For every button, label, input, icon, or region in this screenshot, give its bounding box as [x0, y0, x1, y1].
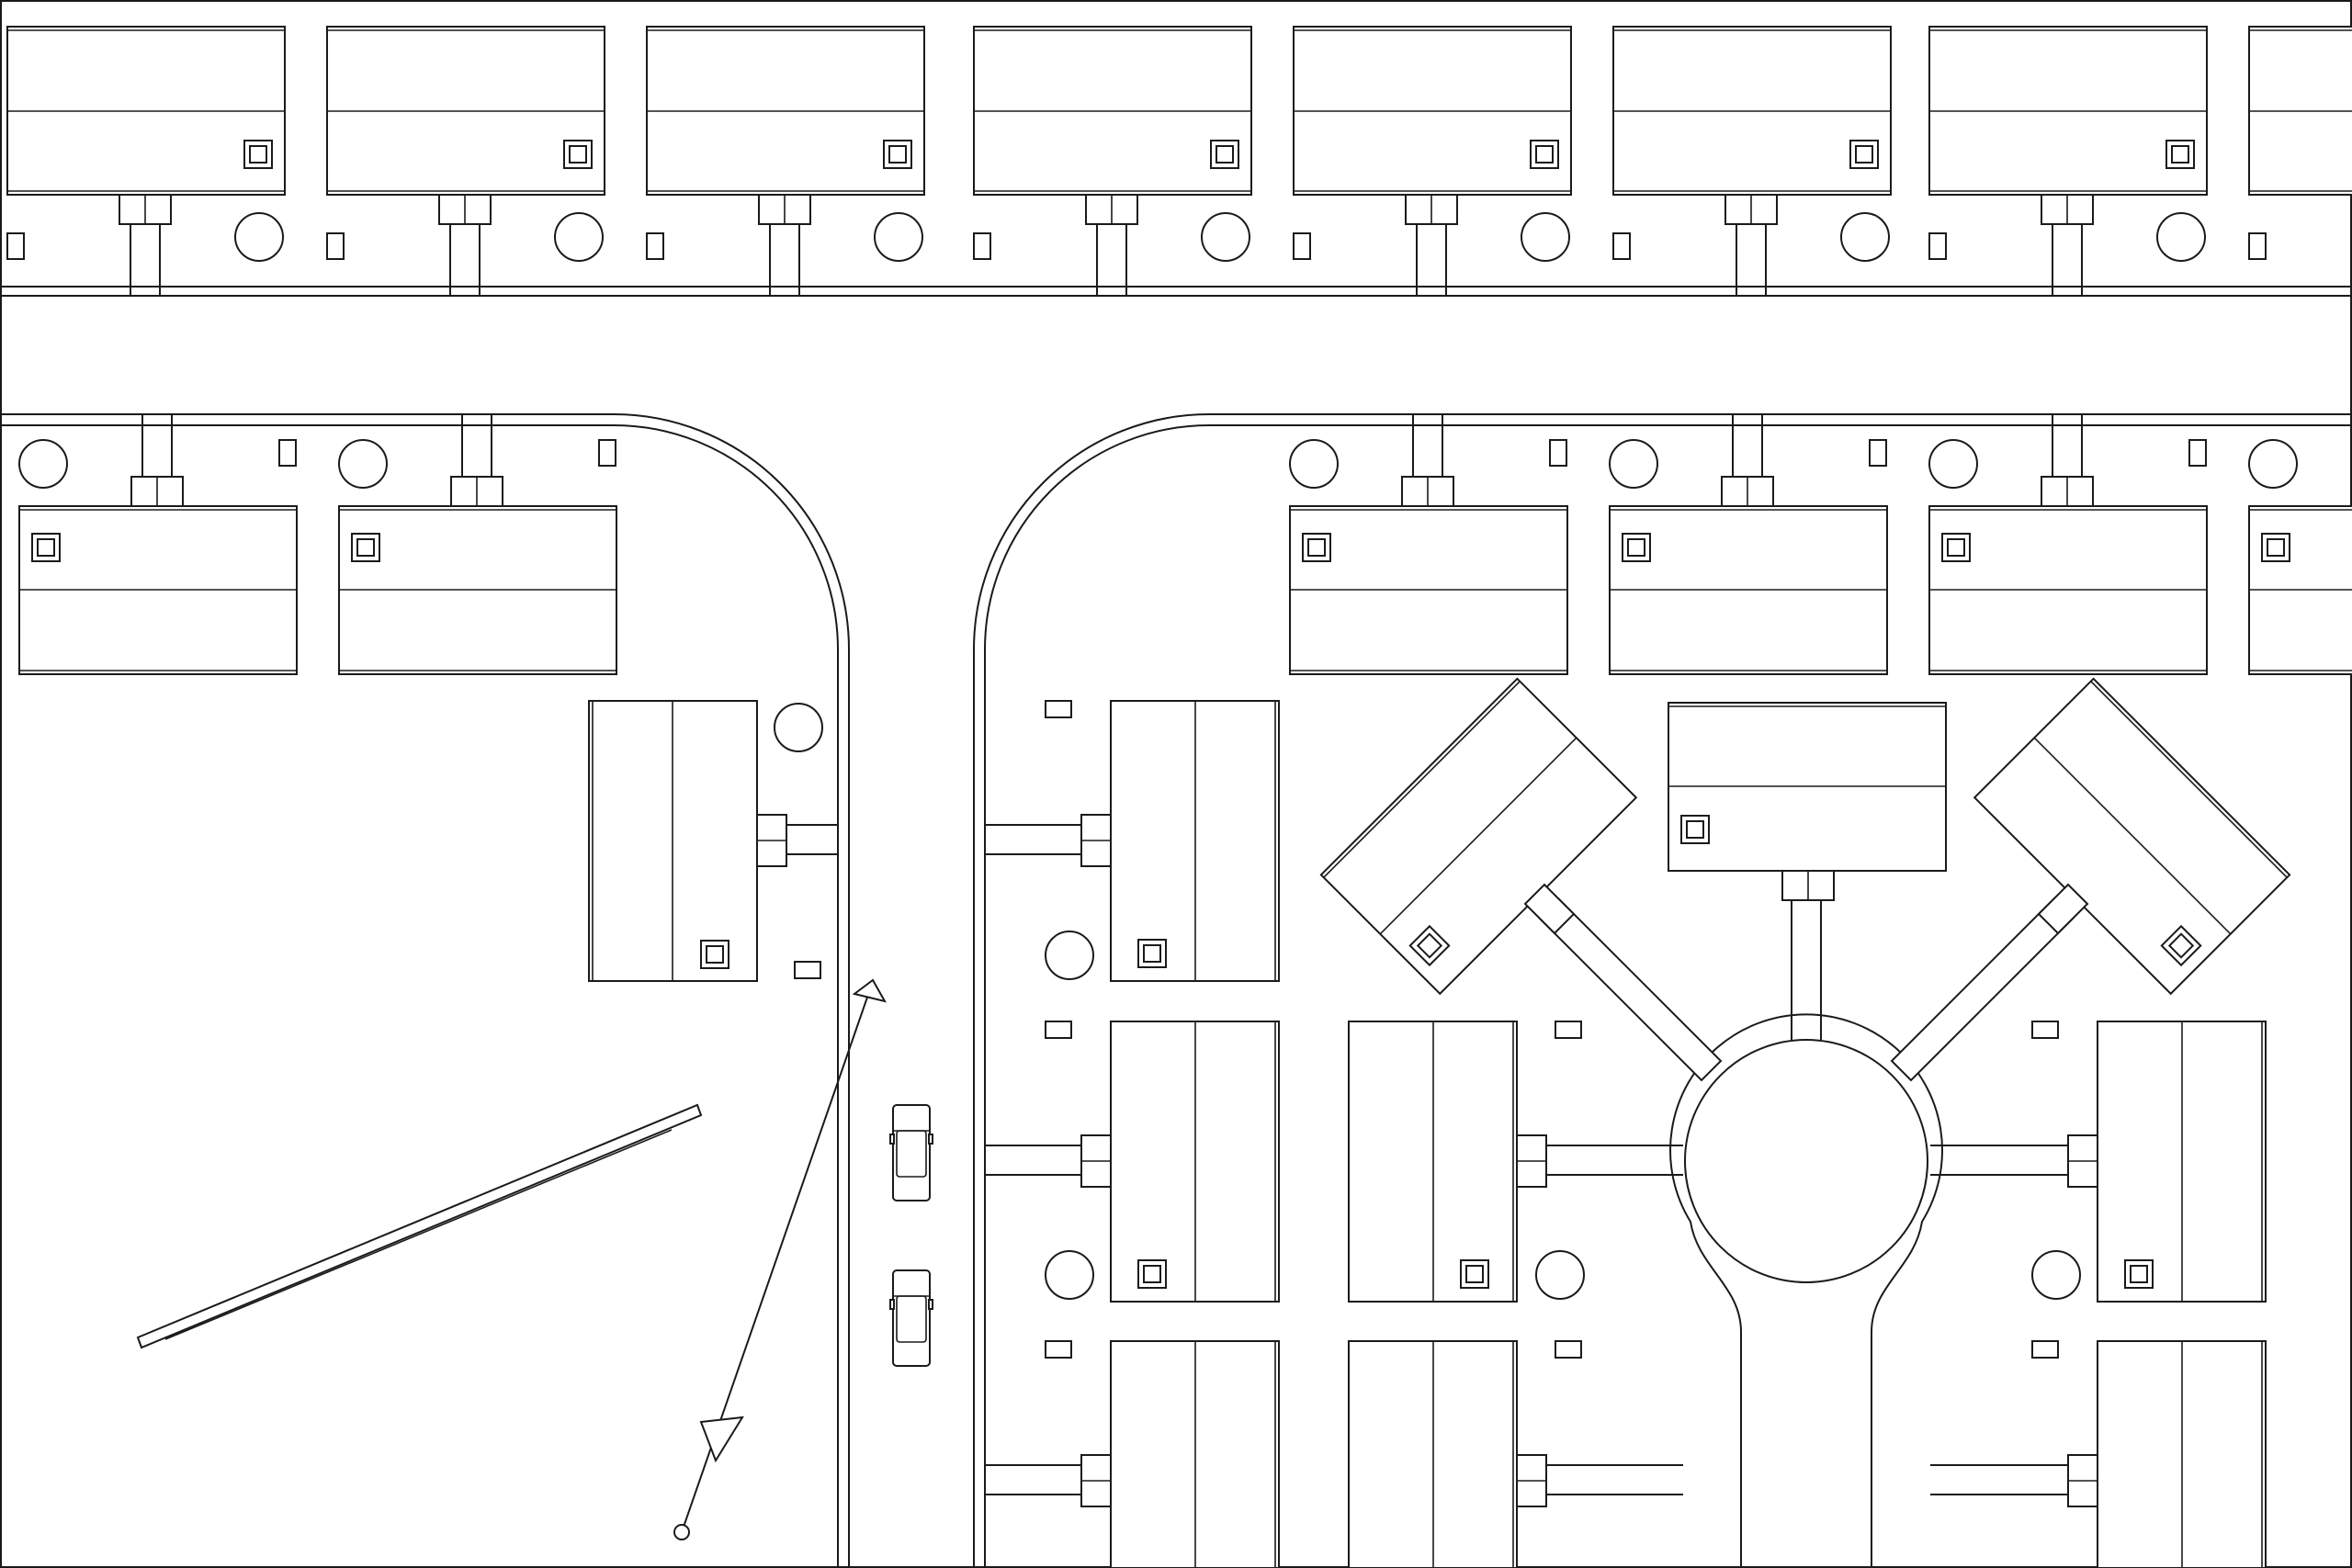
tree-circle-icon — [1045, 1250, 1094, 1300]
left-vertical-road — [613, 413, 850, 1568]
right-vertical-road — [973, 413, 1210, 1568]
main-street — [0, 286, 2352, 426]
second-row-house — [1928, 414, 2208, 675]
tree-circle-icon — [2248, 439, 2298, 489]
tree-circle-icon — [1045, 931, 1094, 980]
mailbox-marker — [1549, 439, 1567, 467]
second-row-house — [1289, 414, 1568, 675]
mailbox-marker — [278, 439, 297, 467]
top-row-house — [1928, 26, 2208, 296]
second-row-house — [1609, 414, 1888, 675]
vertical-lot-house — [1348, 1021, 1683, 1303]
tree-circle-icon — [874, 212, 923, 262]
tree-circle-icon — [1535, 1250, 1585, 1300]
mailbox-marker — [1293, 232, 1311, 260]
tree-circle-icon — [554, 212, 604, 262]
mailbox-marker — [598, 439, 616, 467]
mailbox-marker — [1045, 1340, 1072, 1359]
mailbox-marker — [1045, 700, 1072, 718]
tree-circle-icon — [1521, 212, 1570, 262]
tree-circle-icon — [18, 439, 68, 489]
mailbox-marker — [1928, 232, 1947, 260]
tree-circle-icon — [338, 439, 388, 489]
mailbox-marker — [1555, 1340, 1582, 1359]
top-row-house — [646, 26, 925, 296]
diagonal-walkway — [136, 1103, 703, 1349]
vertical-lot-house — [985, 1021, 1280, 1303]
tree-circle-icon — [1928, 439, 1978, 489]
mailbox-marker — [326, 232, 345, 260]
mailbox-marker — [646, 232, 664, 260]
mailbox-marker — [2031, 1021, 2059, 1039]
top-row-house — [1293, 26, 1572, 296]
second-row-houses — [18, 414, 2352, 675]
top-row-house — [326, 26, 605, 296]
mailbox-marker — [2188, 439, 2207, 467]
mailbox-marker — [1869, 439, 1887, 467]
vertical-lot-house — [1930, 1340, 2267, 1568]
vertical-lot-house — [1348, 1340, 1683, 1568]
top-row-houses — [6, 26, 2352, 296]
mailbox-marker — [2248, 232, 2267, 260]
tree-circle-icon — [1840, 212, 1890, 262]
second-row-house — [338, 414, 617, 675]
tree-circle-icon — [234, 212, 284, 262]
cul-de-sac-top-house — [1668, 702, 1947, 1040]
mailbox-marker — [1612, 232, 1631, 260]
vertical-lot-house — [985, 1340, 1280, 1568]
tree-circle-icon — [774, 703, 823, 752]
second-row-house — [18, 414, 298, 675]
tree-circle-icon — [1609, 439, 1658, 489]
mailbox-marker — [973, 232, 991, 260]
mailbox-marker — [1045, 1021, 1072, 1039]
mailbox-marker — [2031, 1340, 2059, 1359]
mailbox-marker — [1555, 1021, 1582, 1039]
second-row-house — [2248, 439, 2352, 675]
arrow-icon — [673, 978, 888, 1540]
top-row-house — [2248, 26, 2352, 260]
left-block-vertical-house — [588, 700, 838, 982]
top-row-house — [1612, 26, 1892, 296]
cul-de-sac-diagonal-driveways — [1523, 883, 2089, 1082]
top-row-house — [6, 26, 286, 296]
mailbox-marker — [6, 232, 25, 260]
vehicle-icon — [889, 1269, 933, 1367]
vertical-lot-house — [985, 700, 1280, 982]
mailbox-marker — [794, 961, 821, 979]
tree-circle-icon — [2031, 1250, 2081, 1300]
tree-circle-icon — [1201, 212, 1250, 262]
cul-de-sac — [1669, 1013, 1943, 1568]
vertical-lot-house — [1930, 1021, 2267, 1303]
vertical-lots — [985, 700, 2267, 1568]
top-row-house — [973, 26, 1252, 296]
tree-circle-icon — [1289, 439, 1339, 489]
vehicle-icon — [889, 1104, 933, 1201]
tree-circle-icon — [2156, 212, 2206, 262]
cul-de-sac-left-diagonal-house — [1319, 677, 1638, 996]
